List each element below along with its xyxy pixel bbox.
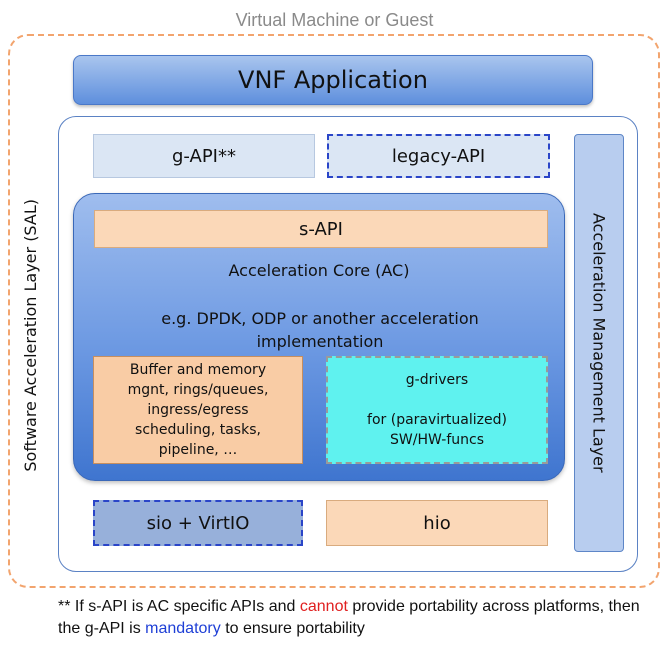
g-drivers-title: g-drivers <box>405 372 469 388</box>
footnote-cannot: cannot <box>299 598 348 615</box>
buffer-line: Buffer and memory <box>129 362 267 378</box>
buffer-line: mgnt, rings/queues, <box>127 382 269 398</box>
g-drivers-line1: for (paravirtualized) <box>367 412 507 428</box>
footnote-part2: provide portability across platforms, th… <box>58 598 640 637</box>
footnote-part3: to ensure portability <box>220 620 365 637</box>
g-drivers-line2: SW/HW-funcs <box>390 432 484 448</box>
legacy-api-box: legacy-API <box>327 134 550 178</box>
footnote: ** If s-API is AC specific APIs and cann… <box>58 596 658 642</box>
g-drivers-box: g-drivers for (paravirtualized) SW/HW-fu… <box>326 356 548 464</box>
g-api-box: g-API** <box>93 134 315 178</box>
buffer-line: ingress/egress <box>147 402 249 418</box>
vnf-application-box: VNF Application <box>73 55 593 105</box>
acceleration-management-layer: Acceleration Management Layer <box>574 134 624 552</box>
buffer-line: pipeline, … <box>158 442 238 458</box>
sio-virtio-box: sio + VirtIO <box>93 500 303 546</box>
aml-label-text: Acceleration Management Layer <box>589 213 609 473</box>
ac-desc-line2: implementation <box>256 332 384 351</box>
ac-desc-line1: e.g. DPDK, ODP or another acceleration <box>161 309 479 328</box>
acceleration-core-description: e.g. DPDK, ODP or another acceleration i… <box>120 306 520 354</box>
vm-title: Virtual Machine or Guest <box>235 9 434 30</box>
footnote-mandatory: mandatory <box>145 620 221 637</box>
buffer-memory-box: Buffer and memory mgnt, rings/queues, in… <box>93 356 303 464</box>
footnote-part1: ** If s-API is AC specific APIs and <box>58 598 300 615</box>
buffer-line: scheduling, tasks, <box>135 422 261 438</box>
sal-label: Software Acceleration Layer (SAL) <box>10 180 50 490</box>
s-api-box: s-API <box>94 210 548 248</box>
sal-label-text: Software Acceleration Layer (SAL) <box>20 198 40 472</box>
vm-container <box>8 34 660 588</box>
hio-box: hio <box>326 500 548 546</box>
acceleration-core-title: Acceleration Core (AC) <box>228 260 410 280</box>
